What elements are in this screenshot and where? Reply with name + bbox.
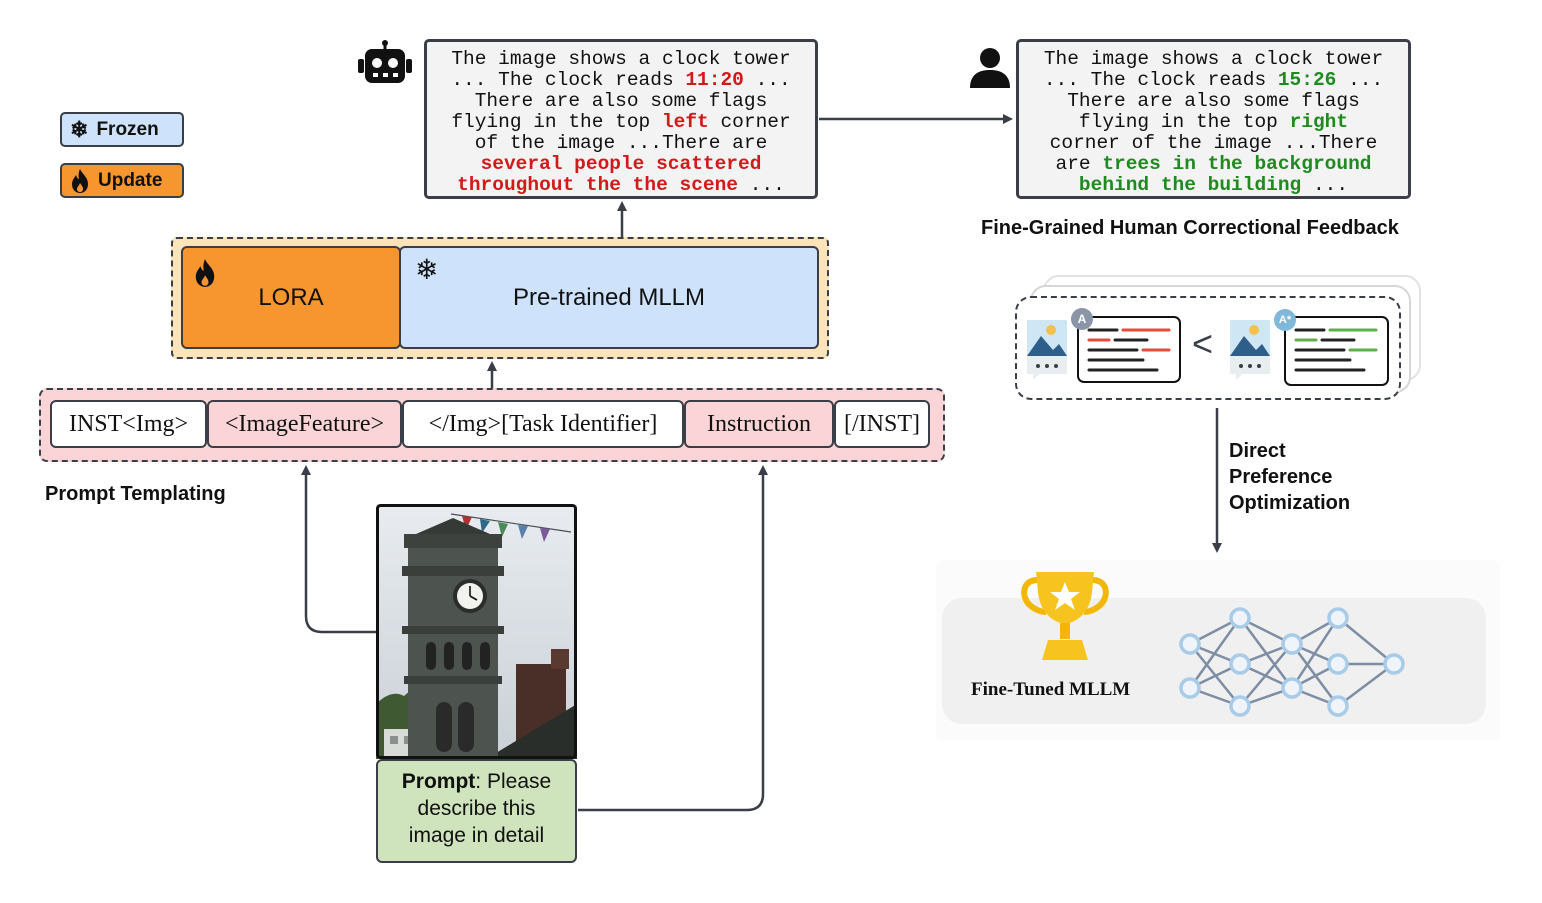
model-output-line3: There are also some flags: [474, 90, 768, 112]
human-output-line1: The image shows a clock tower: [1043, 48, 1384, 70]
human-output-line2-a: ... The clock reads: [1043, 69, 1278, 91]
model-output-line4-b: corner: [708, 111, 791, 133]
image-thumbnail-icon: [1230, 320, 1270, 380]
fix-trees-1: trees in the background: [1102, 153, 1372, 175]
token-inst-img: INST<Img>: [50, 400, 207, 448]
token-image-feature: <ImageFeature>: [207, 400, 402, 448]
prompt-text-2: describe this: [417, 797, 536, 820]
fix-time: 15:26: [1277, 69, 1337, 91]
arrow-prompt-to-instruction: [578, 465, 768, 812]
dpo-label: Direct Preference Optimization: [1229, 438, 1350, 516]
fix-direction: right: [1289, 111, 1349, 133]
human-feedback-box: The image shows a clock tower ... The cl…: [1016, 39, 1411, 199]
feedback-title: Fine-Grained Human Correctional Feedback: [981, 217, 1399, 239]
human-output-line7-b: ...: [1301, 174, 1349, 196]
prompt-text-3: image in detail: [408, 824, 545, 847]
legend-update-label: Update: [98, 169, 163, 191]
model-output-box: The image shows a clock tower ... The cl…: [424, 39, 818, 199]
model-output-line1: The image shows a clock tower: [451, 48, 791, 70]
error-people-1: several people scattered: [480, 153, 762, 175]
legend-frozen-label: Frozen: [96, 118, 159, 140]
flame-icon: [72, 168, 88, 193]
human-output-line6-a: are: [1055, 153, 1103, 175]
human-output-line4-a: flying in the top: [1078, 111, 1290, 133]
mllm-box: ❄ Pre-trained MLLM: [399, 246, 819, 349]
snowflake-icon: ❄: [415, 254, 439, 285]
text-lines-icon: [1294, 328, 1378, 372]
model-output-line2-b: ...: [743, 69, 791, 91]
legend-update: Update: [60, 163, 184, 198]
human-output-line2-b: ...: [1336, 69, 1384, 91]
model-output-line4-a: flying in the top: [451, 111, 662, 133]
legend-frozen: ❄ Frozen: [60, 112, 184, 147]
mllm-label: Pre-trained MLLM: [512, 284, 706, 311]
dpo-line2: Preference: [1229, 466, 1333, 488]
dpo-line1: Direct: [1229, 440, 1286, 462]
robot-icon: [358, 40, 412, 83]
prompt-bold: Prompt: [401, 770, 476, 793]
flame-icon: [195, 259, 215, 287]
error-people-2: throughout the the scene: [457, 174, 739, 196]
error-direction: left: [661, 111, 709, 133]
fix-trees-2: behind the building: [1078, 174, 1302, 196]
model-output-line2: ... The clock reads 11:20 ...: [427, 70, 815, 91]
arrow-image-to-feature: [301, 465, 376, 634]
badge-a: A: [1071, 308, 1093, 330]
clock-tower-photo: [376, 504, 577, 759]
person-icon: [970, 48, 1010, 88]
prompt-template-tokens: INST<Img> <ImageFeature> </Img>[Task Ide…: [50, 400, 930, 448]
token-task-identifier: </Img>[Task Identifier]: [402, 400, 684, 448]
prompt-box: Prompt: Please describe this image in de…: [376, 759, 577, 863]
model-output-line2-a: ... The clock reads: [451, 69, 686, 91]
response-card-a: [1077, 316, 1181, 383]
prompt-line1: Prompt: Please: [378, 768, 575, 795]
prompt-templating-title: Prompt Templating: [45, 483, 226, 505]
token-end-inst: [/INST]: [834, 400, 930, 448]
image-thumbnail-icon: [1027, 320, 1067, 380]
trophy-icon: [1021, 572, 1109, 660]
lora-label: LORA: [258, 284, 324, 311]
lora-box: LORA: [181, 246, 401, 349]
human-output-line3: There are also some flags: [1067, 90, 1360, 112]
token-instruction: Instruction: [684, 400, 834, 448]
error-time: 11:20: [685, 69, 744, 91]
human-output-line7: behind the building ...: [1019, 175, 1408, 196]
response-card-a-star: [1284, 316, 1389, 386]
model-output-line4: flying in the top left corner: [427, 112, 815, 133]
neural-network-icon: [1179, 607, 1405, 717]
human-output-line4: flying in the top right: [1019, 112, 1408, 133]
less-than-symbol: <: [1192, 323, 1214, 364]
dpo-line3: Optimization: [1229, 492, 1351, 514]
prompt-text-1: : Please: [475, 770, 552, 793]
human-output-line2: ... The clock reads 15:26 ...: [1019, 70, 1408, 91]
human-output-line6: are trees in the background: [1019, 154, 1408, 175]
model-output-line7-b: ...: [738, 174, 785, 196]
human-output-line5: corner of the image ...There: [1049, 132, 1378, 154]
finetuned-label: Fine-Tuned MLLM: [971, 679, 1131, 700]
model-output-line5: of the image ...There are: [474, 132, 768, 154]
model-output-line7: throughout the the scene ...: [427, 175, 815, 196]
snowflake-icon: ❄: [70, 116, 89, 142]
text-lines-icon: [1087, 328, 1171, 372]
badge-a-star: A*: [1274, 309, 1296, 331]
